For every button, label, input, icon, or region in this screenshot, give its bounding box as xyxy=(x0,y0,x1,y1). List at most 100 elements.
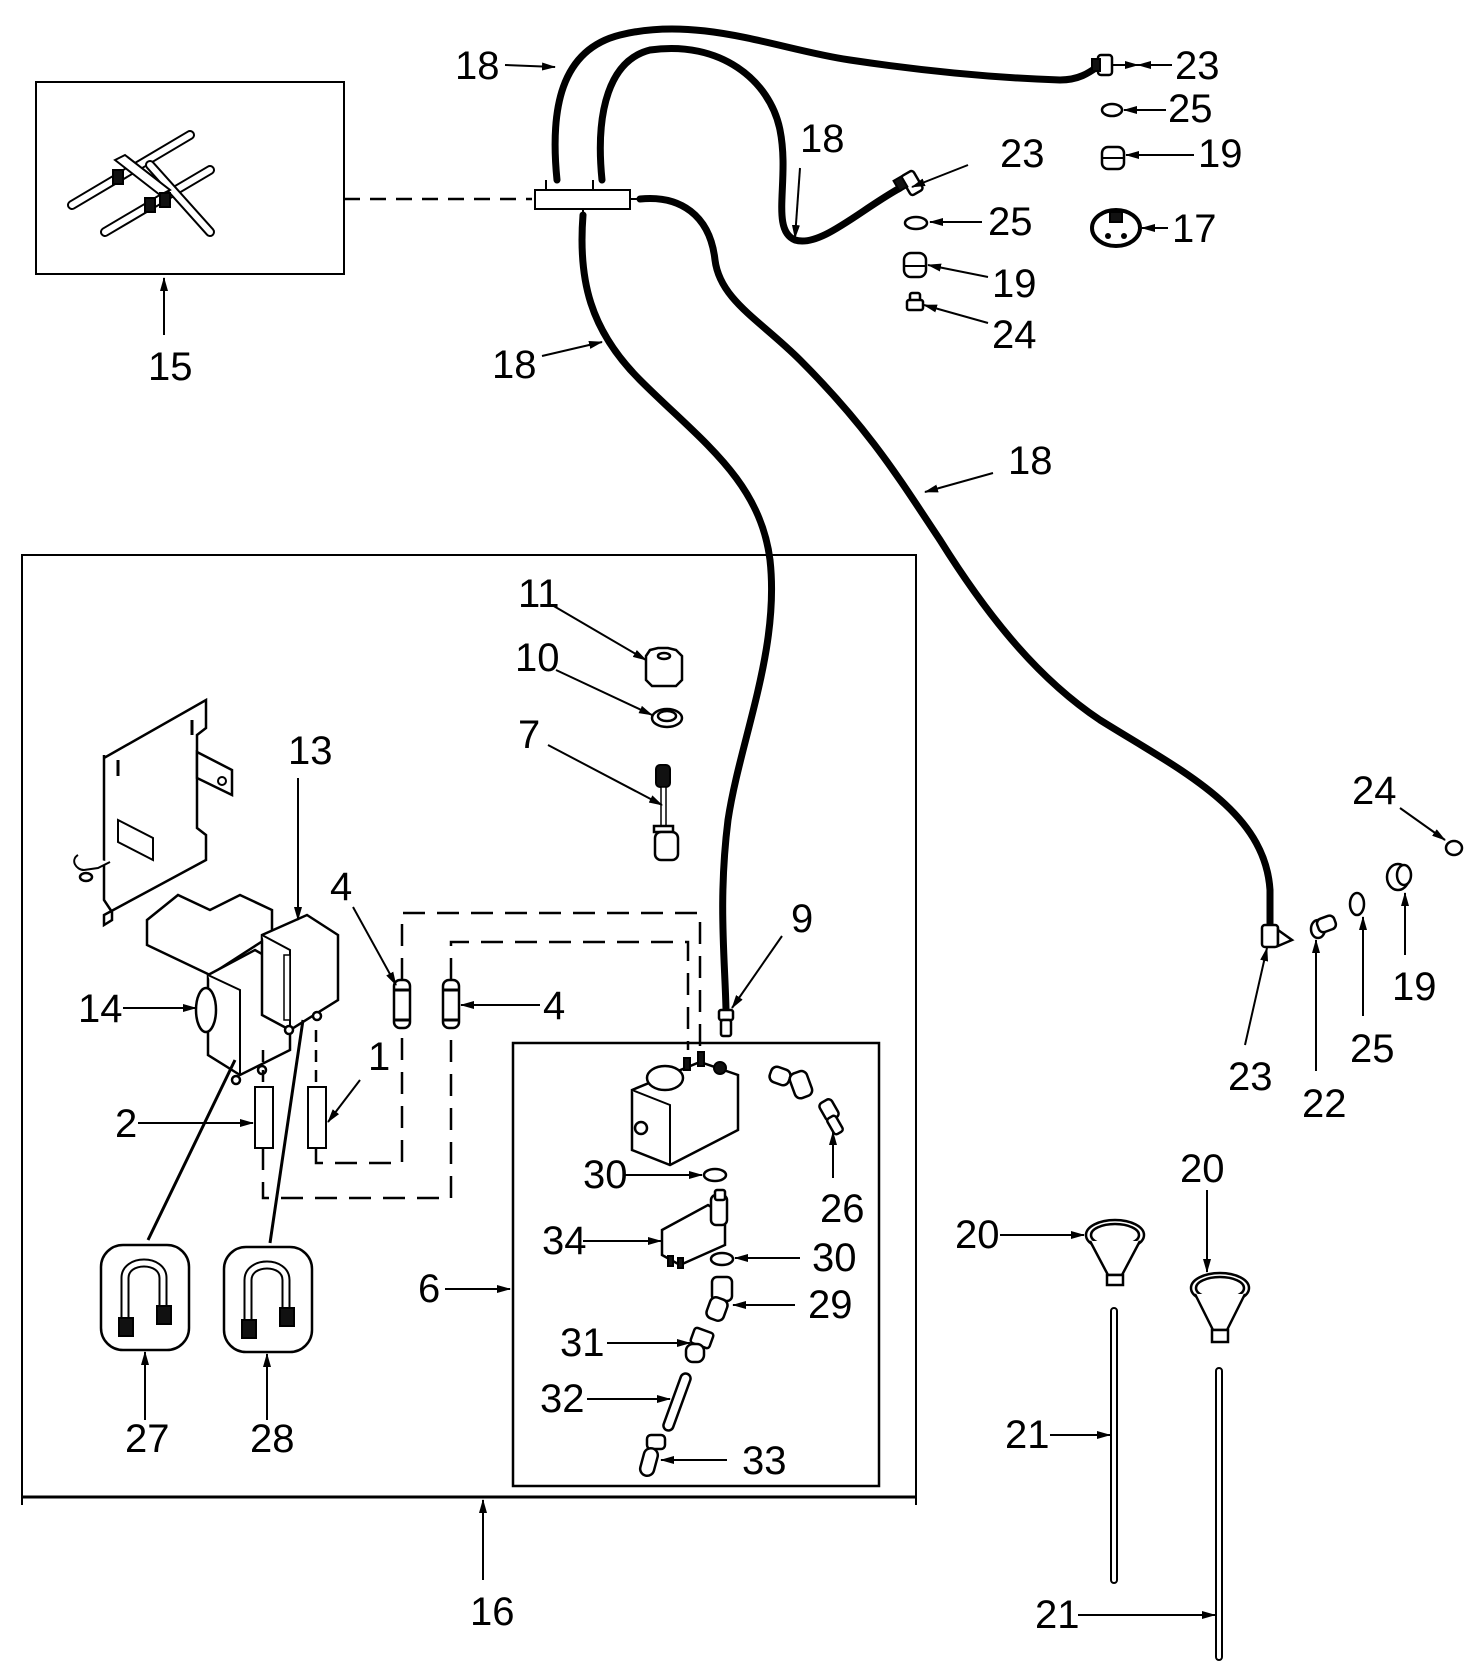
callout-24a: 24 xyxy=(992,313,1037,357)
callout-4a-arrow xyxy=(352,906,397,986)
o-ring-25-right xyxy=(1348,891,1366,917)
callout-10-arrow xyxy=(555,669,653,716)
callout-25c: 25 xyxy=(1350,1027,1395,1071)
elbow-fitting-23-top xyxy=(1091,53,1114,77)
callout-16: 16 xyxy=(470,1590,515,1634)
tank-reservoir xyxy=(630,1051,740,1167)
callout-18c-arrow xyxy=(541,341,603,357)
callout-34: 34 xyxy=(542,1219,587,1263)
adapter-31 xyxy=(684,1326,715,1364)
dashed-path-inner xyxy=(449,940,690,1050)
callout-20b: 20 xyxy=(1180,1147,1225,1191)
cap-nut-11 xyxy=(644,646,684,688)
nut-17 xyxy=(1090,208,1142,248)
callout-20a: 20 xyxy=(955,1213,1000,1257)
callout-23c: 23 xyxy=(1228,1055,1273,1099)
tank-assembly-frame xyxy=(511,1041,881,1488)
funnel-20-left xyxy=(1084,1218,1146,1287)
callout-19a: 19 xyxy=(1198,132,1243,176)
tube-32 xyxy=(662,1372,692,1432)
callout-1-arrow xyxy=(327,1079,361,1123)
hose-18-upper-inner xyxy=(596,45,904,245)
callout-10: 10 xyxy=(515,636,560,680)
callout-23b-arrow xyxy=(911,164,969,188)
hose-18-upper-outer xyxy=(551,25,1104,184)
callout-11-arrow xyxy=(551,604,647,661)
o-ring-30-top xyxy=(702,1167,728,1183)
callout-30a: 30 xyxy=(583,1153,628,1197)
callout-17: 17 xyxy=(1172,207,1217,251)
callout-7: 7 xyxy=(518,713,540,757)
barb-fitting-22 xyxy=(1309,914,1338,940)
callout-29: 29 xyxy=(808,1283,853,1327)
callout-7-arrow xyxy=(547,744,663,806)
callout-24a-arrow xyxy=(923,304,989,324)
barb-fitting-26 xyxy=(818,1098,844,1136)
callout-24b-arrow xyxy=(1399,807,1446,841)
hose-fitting-9 xyxy=(717,1008,735,1038)
solenoid-valve-34 xyxy=(660,1188,729,1269)
funnel-20-right xyxy=(1189,1271,1251,1344)
callout-18d: 18 xyxy=(1008,439,1053,483)
filter-2 xyxy=(254,1086,274,1149)
callout-28: 28 xyxy=(250,1417,295,1461)
callout-18d-arrow xyxy=(924,472,994,493)
elbow-29 xyxy=(705,1275,734,1322)
pump-13 xyxy=(260,913,340,1036)
callout-18c: 18 xyxy=(492,343,537,387)
fitting-19-top xyxy=(1100,145,1126,171)
o-ring-25-mid xyxy=(903,215,929,231)
callout-19c: 19 xyxy=(1392,965,1437,1009)
callout-15: 15 xyxy=(148,345,193,389)
manifold-inset-frame xyxy=(35,81,345,275)
washer-10 xyxy=(650,707,684,729)
check-valve-4-left xyxy=(392,978,412,1030)
o-ring-25-top xyxy=(1100,102,1124,118)
elbow-fitting-tank xyxy=(768,1065,814,1100)
callout-23a: 23 xyxy=(1175,44,1220,88)
pump-tube-kit-28 xyxy=(222,1245,314,1354)
callout-6: 6 xyxy=(418,1267,440,1311)
callout-33: 33 xyxy=(742,1439,787,1483)
callout-9: 9 xyxy=(791,897,813,941)
hose-18-right-long xyxy=(636,195,1274,929)
callout-18a: 18 xyxy=(455,44,500,88)
o-ring-30-bottom xyxy=(709,1251,735,1267)
callout-21a: 21 xyxy=(1005,1413,1050,1457)
callout-13: 13 xyxy=(288,729,333,773)
callout-11: 11 xyxy=(518,572,560,616)
callout-25b: 25 xyxy=(988,200,1033,244)
callout-23b: 23 xyxy=(1000,132,1045,176)
callout-23c-arrow xyxy=(1244,947,1269,1046)
callout-4b: 4 xyxy=(543,984,565,1028)
plug-24-right xyxy=(1444,839,1464,857)
callout-2: 2 xyxy=(115,1102,137,1146)
callout-30b: 30 xyxy=(812,1236,857,1280)
callout-26: 26 xyxy=(820,1187,865,1231)
callout-14: 14 xyxy=(78,987,123,1031)
manifold-icon xyxy=(67,130,215,237)
callout-22: 22 xyxy=(1302,1082,1347,1126)
dashed-path-filter2 xyxy=(261,1028,453,1200)
fitting-19-right xyxy=(1385,862,1413,892)
callout-31: 31 xyxy=(560,1321,605,1365)
dashed-path-filter1 xyxy=(314,1028,404,1165)
callout-24b: 24 xyxy=(1352,769,1397,813)
elbow-fitting-23-right xyxy=(1260,923,1295,949)
callout-21b: 21 xyxy=(1035,1593,1080,1637)
check-valve-4-right xyxy=(441,978,461,1030)
callout-19b-arrow xyxy=(927,263,989,278)
callout-19b: 19 xyxy=(992,262,1037,306)
callout-27: 27 xyxy=(125,1417,170,1461)
filter-1 xyxy=(307,1086,327,1149)
nozzle-33 xyxy=(638,1433,667,1478)
hose-18-center-long xyxy=(578,211,776,1014)
tube-21-left xyxy=(1110,1307,1118,1584)
callout-25a: 25 xyxy=(1168,87,1213,131)
callout-18a-arrow xyxy=(504,62,556,71)
callout-18b: 18 xyxy=(800,117,845,161)
callout-18b-arrow xyxy=(791,167,801,239)
float-switch-7 xyxy=(652,764,680,862)
callout-1: 1 xyxy=(368,1035,390,1079)
